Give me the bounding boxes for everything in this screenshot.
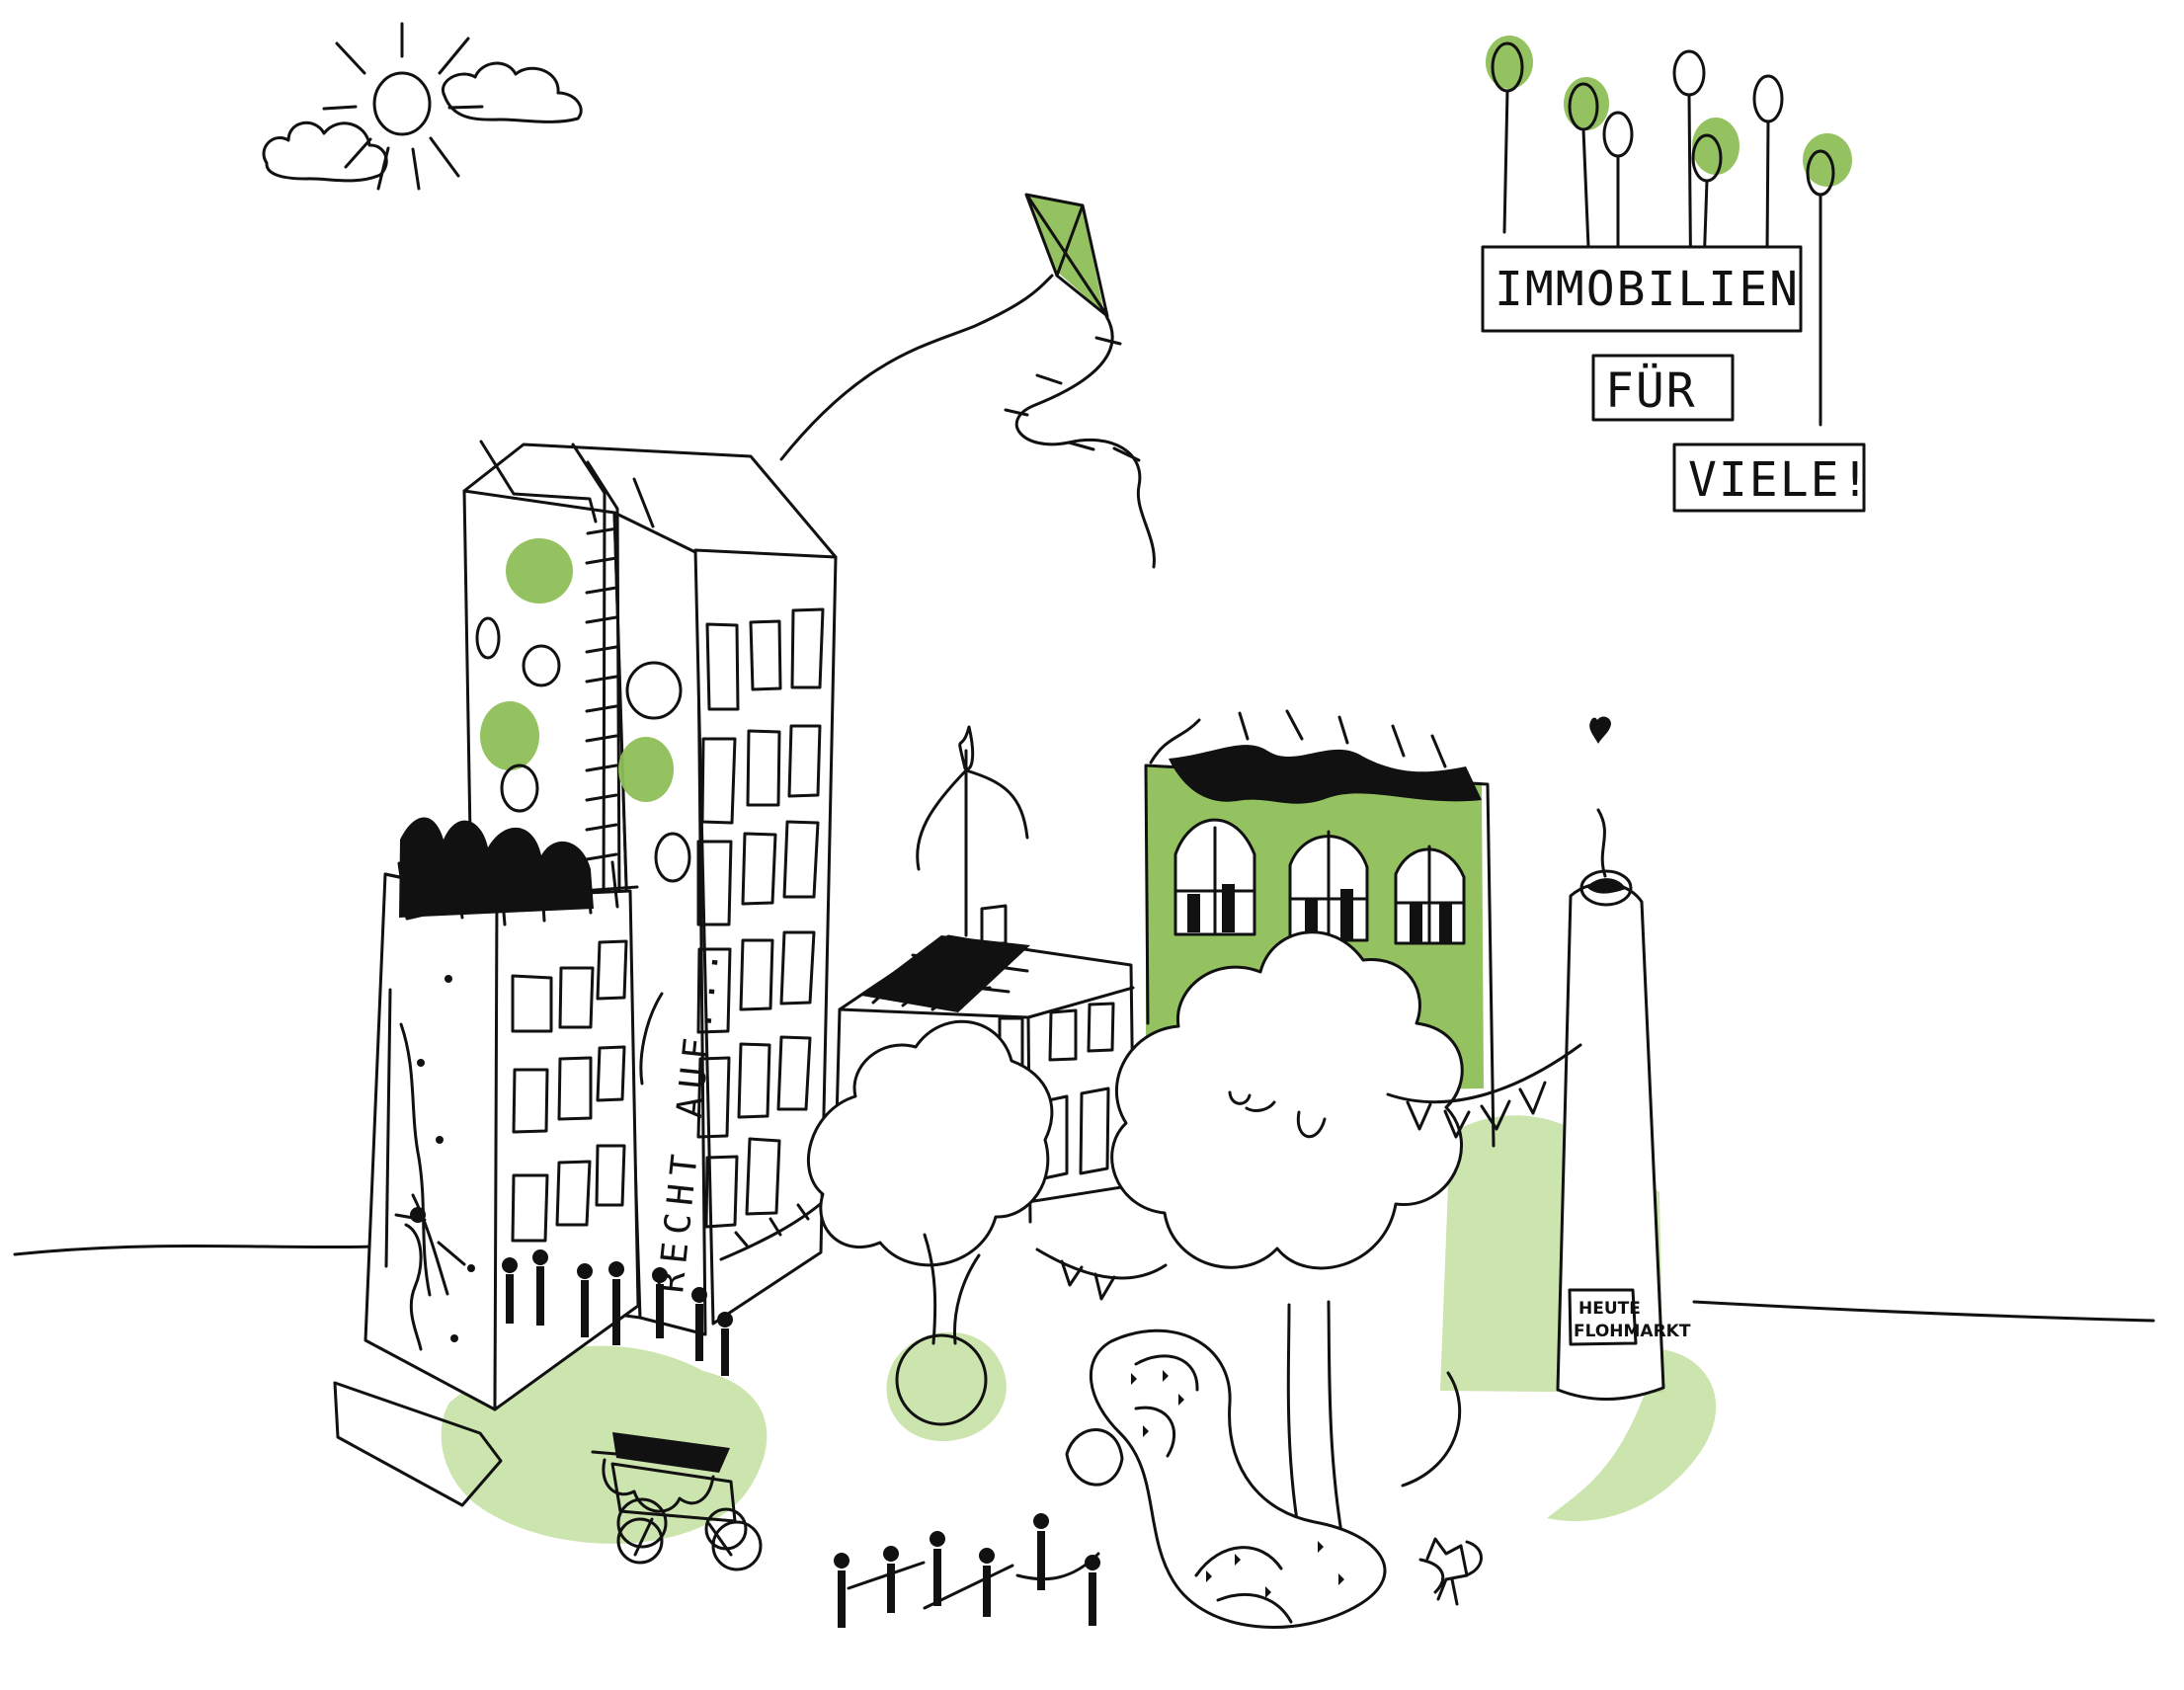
sign-word-immobilien: IMMOBILIEN <box>1495 262 1800 317</box>
garden-beds <box>1065 1328 1462 1629</box>
tower-windows <box>696 607 825 1229</box>
tree-center <box>1110 930 1464 1572</box>
plaza-green-center <box>886 1331 1007 1442</box>
sign-word-viele: VIELE! <box>1688 452 1871 508</box>
viele-sign-board <box>1672 443 1866 513</box>
balloon-sign: IMMOBILIEN FÜR VIELE! <box>1481 36 1871 513</box>
immobilien-sign-board <box>1481 245 1803 333</box>
plaza-green-left <box>441 1345 768 1544</box>
sun-icon <box>322 22 484 191</box>
chimney-sign-heute: HEUTE <box>1578 1299 1641 1319</box>
chimney: HEUTE FLOHMARKT <box>1556 716 1691 1401</box>
cat-icon <box>1425 1537 1483 1606</box>
fuer-sign-board <box>1591 354 1735 422</box>
tree-left <box>807 1019 1054 1426</box>
left-cloud-icon <box>262 121 388 183</box>
flea-market-sign <box>1568 1288 1638 1346</box>
kite-icon <box>779 193 1156 569</box>
chimney-ground-green <box>1547 1349 1717 1522</box>
climbing-wall-building <box>333 817 640 1507</box>
bunting-line <box>1035 1043 1582 1280</box>
horizon-line <box>13 1244 2155 1323</box>
right-cloud-icon <box>441 61 583 123</box>
windmill-icon <box>916 725 1029 937</box>
sign-word-fuer: FÜR <box>1605 363 1697 419</box>
chimney-sign-flohmarkt: FLOHMARKT <box>1574 1322 1691 1341</box>
cargo-bike <box>610 1432 763 1571</box>
